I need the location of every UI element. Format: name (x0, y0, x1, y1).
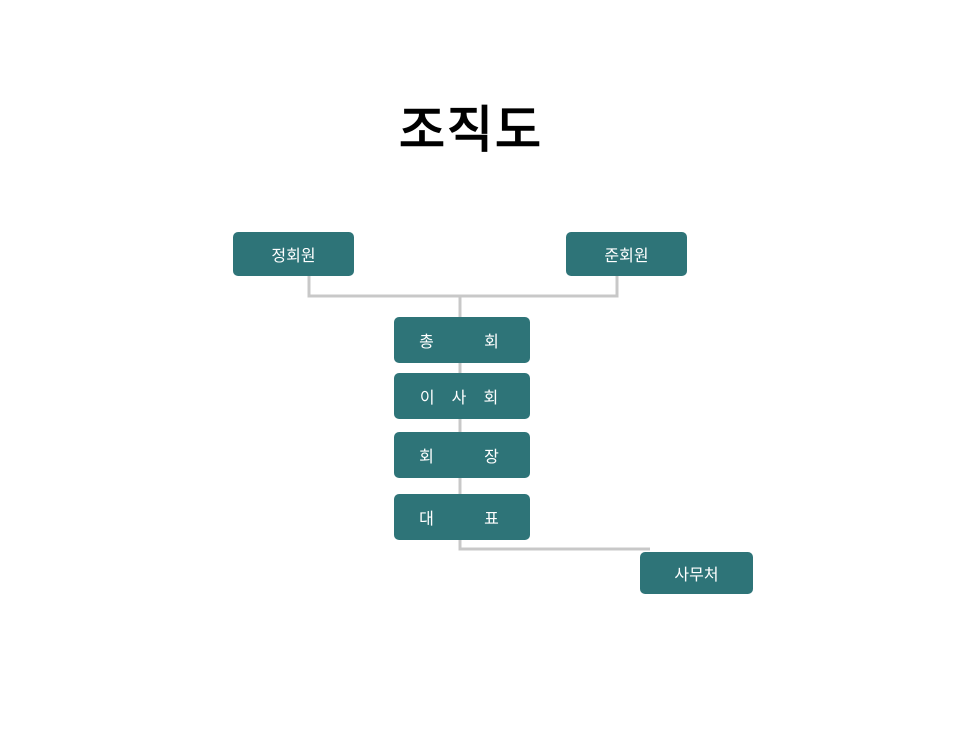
node-representative: 대 표 (394, 494, 530, 540)
node-label: 준회원 (604, 246, 649, 265)
node-label: 총 회 (419, 332, 505, 351)
node-label: 회 장 (419, 447, 505, 466)
connector-representative-to-secretariat (458, 540, 650, 551)
node-label: 이 사 회 (419, 388, 505, 407)
node-secretariat: 사무처 (640, 552, 753, 594)
node-general-assembly: 총 회 (394, 317, 530, 363)
page-title: 조직도 (399, 101, 543, 159)
connector-associate-to-assembly (460, 276, 619, 298)
node-label: 대 표 (419, 509, 505, 528)
node-label: 정회원 (271, 246, 316, 265)
node-associate-members: 준회원 (566, 232, 687, 276)
node-board-of-directors: 이 사 회 (394, 373, 530, 419)
connector-regular-to-assembly (307, 276, 460, 298)
node-chairman: 회 장 (394, 432, 530, 478)
node-regular-members: 정회원 (233, 232, 354, 276)
node-label: 사무처 (674, 565, 719, 584)
